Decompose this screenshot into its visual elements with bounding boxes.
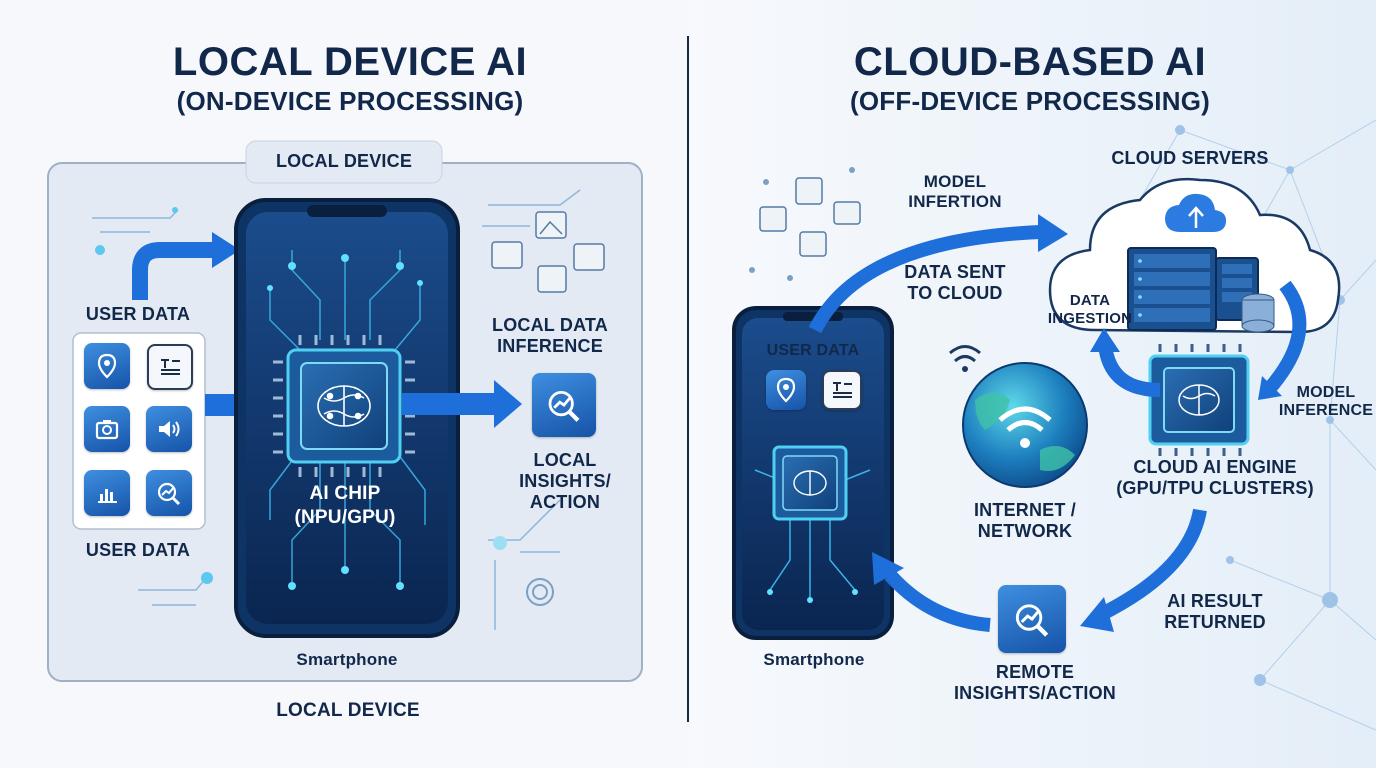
network-mesh-nodes	[1175, 125, 1345, 686]
trend-magnifier-icon	[146, 470, 192, 516]
local-insights-label: LOCAL INSIGHTS/ ACTION	[519, 450, 611, 512]
model-infertion-label: MODEL INFERTION	[908, 172, 1002, 211]
left-title: LOCAL DEVICE AI	[172, 40, 528, 84]
right-subtitle: (OFF-DEVICE PROCESSING)	[850, 86, 1210, 116]
left-phone-glow-dots	[267, 254, 423, 590]
remote-insights-label: REMOTE INSIGHTS/ACTION	[953, 662, 1116, 703]
target-icon	[526, 578, 554, 606]
document-icon	[147, 344, 193, 390]
globe-icon	[962, 362, 1088, 488]
ingestion-arrow	[1098, 343, 1161, 397]
right-location-pin-icon	[766, 370, 806, 410]
ai-chip-label: AI CHIP (NPU/GPU)	[294, 483, 396, 528]
cloud-brain-icon	[1178, 384, 1220, 416]
insights-to-phone-arrow	[884, 570, 991, 632]
camera-icon	[84, 406, 130, 452]
data-ingestion-label: DATA INGESTION	[1047, 292, 1133, 327]
right-user-data-label: USER DATA	[766, 342, 860, 359]
ai-result-label: AI RESULT RETURNED	[1164, 591, 1266, 632]
right-floating-icons	[759, 177, 861, 257]
server-rack	[1127, 247, 1275, 333]
left-smartphone-label: Smartphone	[296, 650, 398, 669]
local-inference-label: LOCAL DATA INFERENCE	[492, 315, 608, 356]
data-sent-label: DATA SENT TO CLOUD	[904, 262, 1006, 303]
inference-arrow	[1264, 280, 1307, 393]
user-data-label-top: USER DATA	[85, 304, 191, 324]
local-device-tab: LOCAL DEVICE	[275, 151, 413, 171]
bar-chart-icon	[84, 470, 130, 516]
left-circuit-dots	[95, 207, 507, 584]
user-data-label-bottom: USER DATA	[85, 540, 191, 560]
left-brain-icon	[317, 385, 371, 427]
left-subtitle: (ON-DEVICE PROCESSING)	[176, 86, 524, 116]
speaker-icon	[146, 406, 192, 452]
remote-insights-icon	[998, 585, 1066, 653]
model-inference-label: MODEL INFERENCE	[1278, 384, 1374, 419]
cloud-ai-engine-label: CLOUD AI ENGINE (GPU/TPU CLUSTERS)	[1116, 457, 1314, 498]
right-document-icon	[822, 370, 862, 410]
internet-network-label: INTERNET / NETWORK	[973, 500, 1076, 541]
right-title: CLOUD-BASED AI	[853, 40, 1207, 84]
data-sent-arrow	[808, 225, 1041, 334]
location-pin-icon	[84, 343, 130, 389]
left-floating-icons	[491, 211, 605, 293]
cloud-servers-label: CLOUD SERVERS	[1111, 148, 1269, 168]
left-curved-arrow	[132, 242, 215, 300]
wifi-icon	[949, 345, 981, 363]
local-insights-icon	[532, 373, 596, 437]
result-return-arrow	[1096, 508, 1207, 622]
left-phone-circuits	[269, 250, 426, 585]
right-smartphone-label: Smartphone	[763, 650, 865, 669]
cloud-upload-icon	[1165, 193, 1227, 232]
left-footer-label: LOCAL DEVICE	[276, 700, 420, 721]
right-phone-circuits	[754, 469, 871, 600]
